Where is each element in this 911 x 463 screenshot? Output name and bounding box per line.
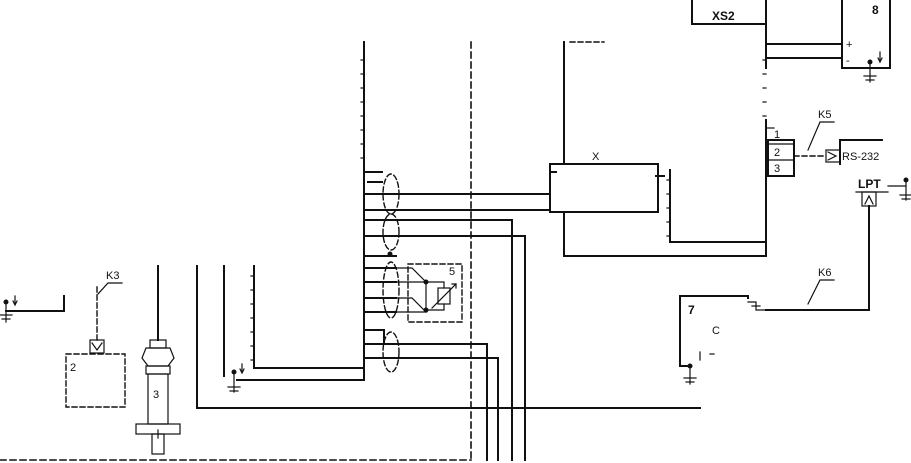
block-7: [679, 295, 749, 367]
lpt-label: LPT: [858, 177, 881, 191]
rs232-label: RS-232: [842, 151, 879, 163]
shield-4: [382, 331, 400, 373]
block-8-plus: +: [846, 39, 852, 51]
block-2-label: 2: [70, 362, 76, 374]
block-5-bridge: [395, 267, 457, 313]
shield-2: [382, 213, 400, 251]
k3-label: K3: [106, 270, 119, 282]
bus-wire-outer: [196, 265, 701, 409]
pin-1-label: 1: [774, 129, 780, 141]
sensor-3: [135, 339, 181, 455]
k6-leader: [807, 279, 835, 305]
lpt-connector: [861, 191, 877, 207]
block-5-label: 5: [449, 266, 455, 278]
k5-leader: [807, 121, 835, 151]
block-rs: [669, 119, 767, 243]
k3-leader: [97, 282, 123, 295]
lpt-cable: [765, 205, 870, 311]
bus-ground-symbol: [227, 363, 245, 393]
xs2-block: [691, 0, 767, 69]
connector-strip-ticks: [250, 59, 767, 361]
block-7-ground-symbol: [679, 351, 715, 385]
rs232-box: [839, 139, 883, 165]
bus-wire-inner: [253, 265, 365, 369]
sensor-3-label: 3: [153, 389, 159, 401]
k6-label: K6: [818, 267, 831, 279]
block-8-label: 8: [872, 3, 879, 17]
block-8: [841, 0, 891, 69]
xs2-label: XS2: [712, 9, 735, 23]
shield-1: [382, 173, 400, 215]
block-8-ground-symbol: [863, 51, 883, 83]
right-ground-symbol: [887, 177, 911, 201]
left-wire: [5, 295, 65, 312]
k3-connector: [89, 339, 105, 354]
block-7-label: 7: [688, 303, 695, 317]
block-x: [549, 163, 659, 213]
block-x-label: X: [592, 151, 600, 163]
block-2: [65, 353, 126, 408]
block-8-minus: -: [846, 55, 850, 67]
shield-3: [382, 261, 400, 319]
bus-wire-return: [236, 41, 365, 381]
k5-terminal-box: [767, 139, 795, 177]
block-7-c-label: C: [712, 325, 720, 337]
pin-2-label: 2: [774, 147, 780, 159]
k5-label: K5: [818, 109, 831, 121]
block-5: [407, 263, 463, 323]
left-ground-symbol: [0, 295, 18, 323]
pin-3-label: 3: [774, 163, 780, 175]
